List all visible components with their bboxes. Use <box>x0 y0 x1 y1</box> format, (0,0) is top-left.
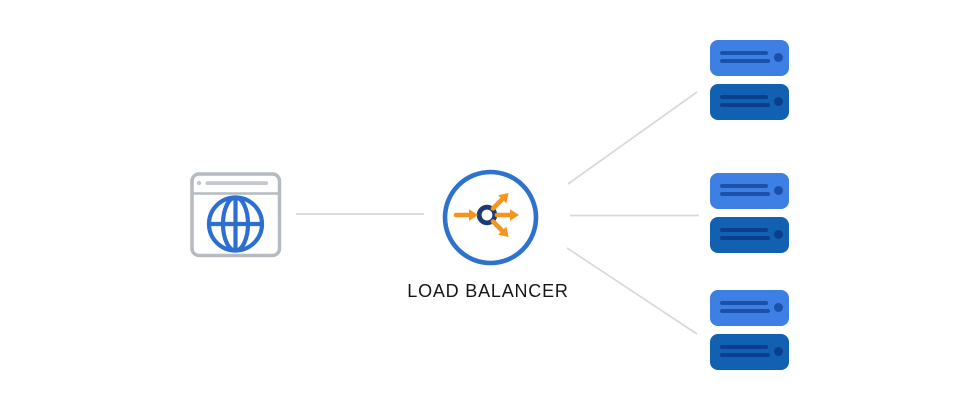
server-led-dot <box>774 230 783 239</box>
server-icon <box>710 334 789 370</box>
server-slot-line <box>720 103 770 107</box>
server-slot-line <box>720 236 770 240</box>
server-slot-line <box>720 51 768 55</box>
server-led-dot <box>774 186 783 195</box>
lb-arrow-out-right <box>494 209 519 221</box>
server-slot-line <box>720 95 768 99</box>
server-slot-line <box>720 345 768 349</box>
server-slot-line <box>720 184 768 188</box>
server-led-dot <box>774 53 783 62</box>
load-balancer-icon <box>442 169 539 266</box>
lb-arrow-out-up <box>490 192 509 211</box>
server-slot-line <box>720 228 768 232</box>
server-slot-line <box>720 301 768 305</box>
lb-arrow-out-down <box>490 219 509 238</box>
browser-address-bar <box>205 181 268 185</box>
server-icon <box>710 217 789 253</box>
connector-lb-to-group1 <box>567 91 698 185</box>
server-slot-line <box>720 59 770 63</box>
lb-outer-circle <box>442 169 539 266</box>
browser-toolbar-dot <box>196 180 202 186</box>
browser-globe-icon <box>190 172 282 258</box>
server-icon <box>710 173 789 209</box>
server-led-dot <box>774 347 783 356</box>
lb-arrow-in <box>453 209 478 221</box>
server-slot-line <box>720 192 770 196</box>
connector-lb-to-group3 <box>566 247 698 335</box>
server-led-dot <box>774 303 783 312</box>
globe-icon <box>206 195 265 253</box>
server-icon <box>710 84 789 120</box>
server-slot-line <box>720 309 770 313</box>
server-group-1 <box>710 40 789 120</box>
server-group-2 <box>710 173 789 253</box>
load-balancer-label: LOAD BALANCER <box>407 281 569 301</box>
server-slot-line <box>720 353 770 357</box>
server-icon <box>710 40 789 76</box>
server-icon <box>710 290 789 326</box>
server-group-3 <box>710 290 789 370</box>
server-led-dot <box>774 97 783 106</box>
